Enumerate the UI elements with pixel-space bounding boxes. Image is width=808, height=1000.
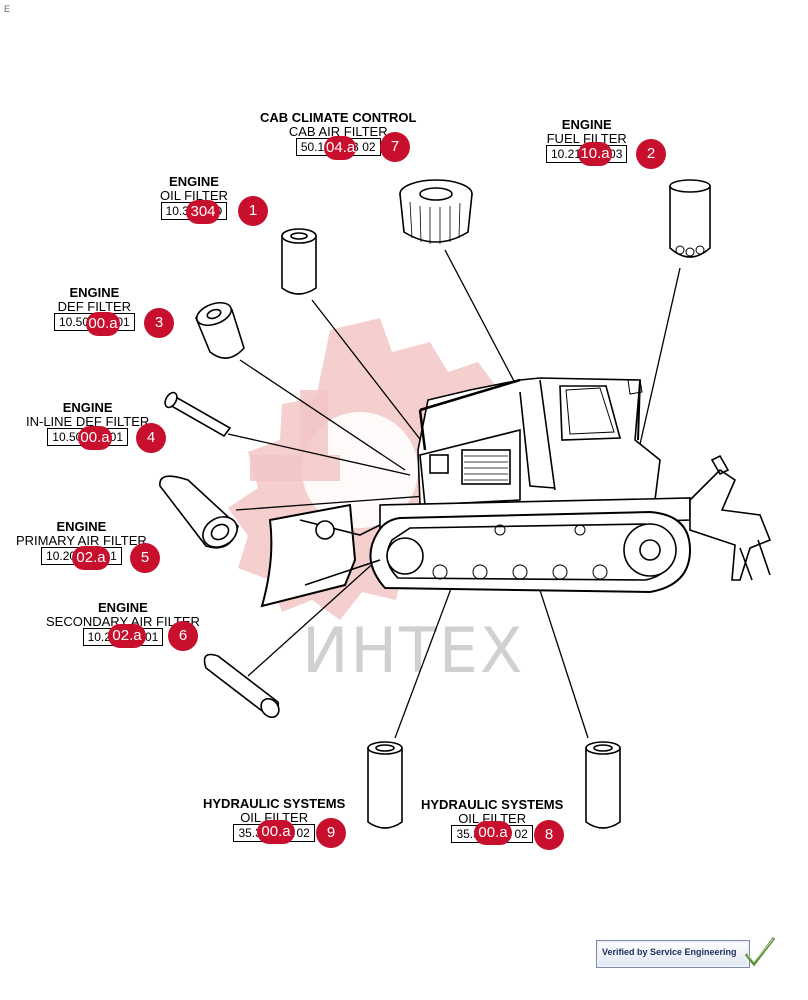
checkmark-icon [744, 937, 776, 967]
callout-description: OIL FILTER [240, 810, 309, 825]
callout-description: PRIMARY AIR FILTER [16, 533, 147, 548]
cab-air-filter-icon [399, 179, 473, 244]
callout-category: HYDRAULIC SYSTEMS [421, 797, 564, 812]
marker-3[interactable]: 3 [144, 308, 174, 338]
marker-9[interactable]: 9 [316, 818, 346, 848]
callout-description: FUEL FILTER [546, 131, 627, 146]
marker-8[interactable]: 8 [534, 820, 564, 850]
hydraulic-oil-filter-left-icon [367, 741, 403, 829]
callout-category: ENGINE [62, 400, 113, 415]
callout-category: ENGINE [69, 285, 120, 300]
hotspot-2[interactable]: 10.a [578, 142, 612, 166]
callout-description: CAB AIR FILTER [288, 124, 388, 139]
callout-description: IN-LINE DEF FILTER [26, 414, 150, 429]
callout-category: CAB CLIMATE CONTROL [260, 110, 417, 125]
marker-5[interactable]: 5 [130, 543, 160, 573]
def-filter-icon [194, 301, 245, 359]
callout-category: ENGINE [98, 600, 148, 615]
marker-6[interactable]: 6 [168, 621, 198, 651]
callout-category: ENGINE [561, 117, 612, 132]
callout-primary-air-filter: ENGINE PRIMARY AIR FILTER 10.202.aA 01 [16, 519, 147, 565]
hotspot-1[interactable]: 304 [186, 200, 220, 224]
hydraulic-oil-filter-right-icon [585, 741, 621, 829]
callout-description: OIL FILTER [160, 188, 228, 203]
callout-description: SECONDARY AIR FILTER [46, 614, 200, 629]
corner-mark: E [4, 4, 11, 14]
hotspot-7[interactable]: 04.a [324, 136, 356, 160]
fuel-filter-icon [669, 179, 711, 258]
inline-def-filter-icon [164, 391, 232, 438]
callout-description: DEF FILTER [57, 299, 132, 314]
callout-category: ENGINE [56, 519, 107, 534]
hotspot-8[interactable]: 00.a [474, 821, 512, 845]
primary-air-filter-icon [159, 475, 239, 549]
verified-badge: Verified by Service Engineering [596, 937, 776, 968]
secondary-air-filter-icon [203, 653, 280, 719]
verified-badge-text: Verified by Service Engineering [602, 947, 737, 957]
watermark-text: ИНТЕХ [302, 614, 525, 687]
oil-filter-engine-icon [281, 228, 317, 295]
marker-4[interactable]: 4 [136, 423, 166, 453]
hotspot-6[interactable]: 02.a [108, 624, 146, 648]
marker-1[interactable]: 1 [238, 196, 268, 226]
verified-badge-box [596, 940, 750, 968]
hotspot-5[interactable]: 02.a [72, 546, 110, 570]
marker-7[interactable]: 7 [380, 132, 410, 162]
callout-category: HYDRAULIC SYSTEMS [203, 796, 346, 811]
hotspot-4[interactable]: 00.a [78, 426, 112, 450]
marker-2[interactable]: 2 [636, 139, 666, 169]
hotspot-3[interactable]: 00.a [86, 312, 120, 336]
callout-description: OIL FILTER [458, 811, 527, 826]
hotspot-9[interactable]: 00.a [257, 820, 295, 844]
callout-category: ENGINE [169, 174, 219, 189]
